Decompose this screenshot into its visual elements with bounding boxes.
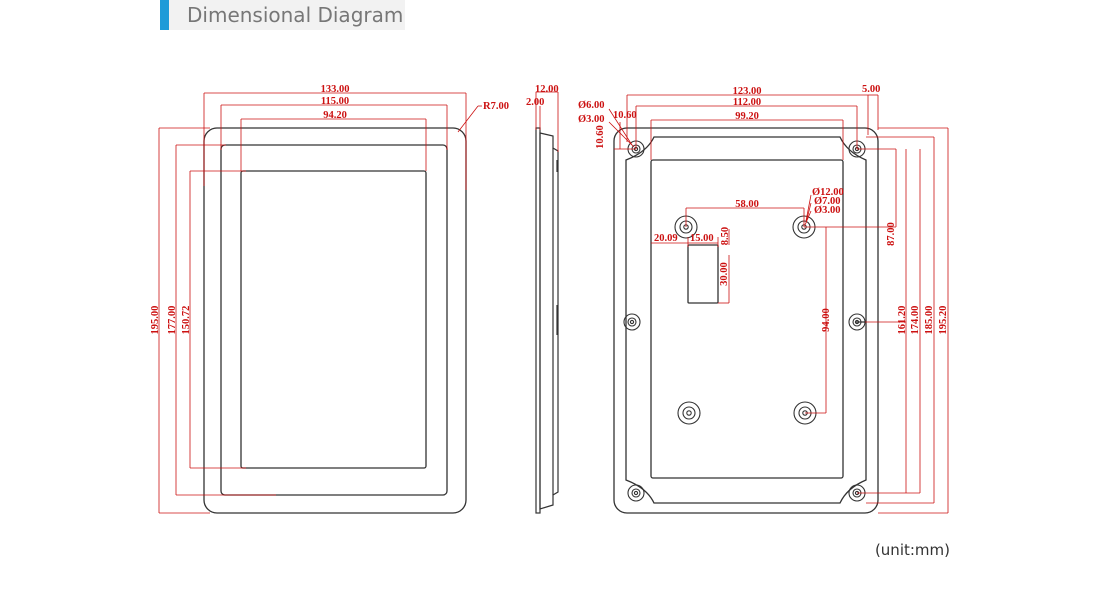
back-hole-offset-x-label: 10.60 [613,110,637,121]
back-height-inner-label: 185.00 [924,306,935,335]
back-standoff-mid-dia-label: Ø7.00 [814,196,841,207]
mount-hole-mid-left [623,313,641,331]
mount-hole-bottom-left [627,484,645,502]
back-dimension-labels: 123.00 112.00 99.20 5.00 Ø6.00 Ø3.00 10.… [578,84,949,334]
section-header: Dimensional Diagram [160,0,405,30]
header-accent-bar [160,0,169,30]
back-width-inner-label: 112.00 [733,97,761,108]
back-height-holes-label: 174.00 [910,306,921,335]
back-hole-outer-dia-label: Ø6.00 [578,100,605,111]
front-mid-frame [220,144,448,496]
back-view [613,127,879,514]
back-offset-right-label: 5.00 [862,84,880,95]
front-width-mid-label: 115.00 [321,96,349,107]
back-height-holes-mid-label: 161.20 [897,306,908,335]
back-hole-inner-dia-label: Ø3.00 [578,114,605,125]
back-hole-offset-y-label: 10.60 [595,125,606,149]
front-width-screen-label: 94.20 [323,110,347,121]
back-connector-width-label: 15.00 [690,233,714,244]
side-dimension-labels: 12.00 2.00 [526,84,559,108]
back-width-holes-label: 123.00 [733,86,762,97]
front-corner-radius-label: R7.00 [483,101,509,112]
front-height-outer-label: 195.00 [150,306,161,335]
back-connector-height-label: 30.00 [719,262,730,286]
unit-note: (unit:mm) [874,541,950,559]
back-height-outer-label: 195.20 [938,306,949,335]
connector-cutout [687,244,719,304]
back-outer-frame [613,127,879,514]
side-view [535,127,559,514]
back-inner-frame [625,136,867,504]
back-standoff-inner-dia-label: Ø3.00 [814,205,841,216]
back-standoff-offset-y-label: 94.00 [821,308,832,332]
front-outer-frame [203,127,467,514]
back-connector-offset-x-label: 20.09 [654,233,678,244]
front-dimension-lines [158,92,482,514]
back-connector-offset-y-label: 8.50 [720,227,731,245]
front-height-mid-label: 177.00 [167,306,178,335]
side-body [539,132,559,510]
back-standoff-spacing-x-label: 58.00 [735,199,759,210]
front-screen-area [240,170,427,469]
back-width-panel-label: 99.20 [735,111,759,122]
back-standoffs [674,215,817,425]
back-dimension-lines [608,94,949,514]
side-depth-bezel-label: 2.00 [526,97,544,108]
front-height-screen-label: 150.72 [181,306,192,335]
standoff-bottom-left [677,401,701,425]
side-depth-total-label: 12.00 [535,84,559,95]
section-title: Dimensional Diagram [187,3,404,27]
front-view [203,127,467,514]
back-standoff-spacing-y-label: 87.00 [886,222,897,246]
front-width-outer-label: 133.00 [321,84,350,95]
back-standoff-outer-dia-label: Ø12.00 [812,187,844,198]
front-dimension-labels: 133.00 115.00 94.20 R7.00 195.00 177.00 … [150,84,509,334]
side-dimension-lines [535,91,559,152]
back-panel [650,159,844,479]
